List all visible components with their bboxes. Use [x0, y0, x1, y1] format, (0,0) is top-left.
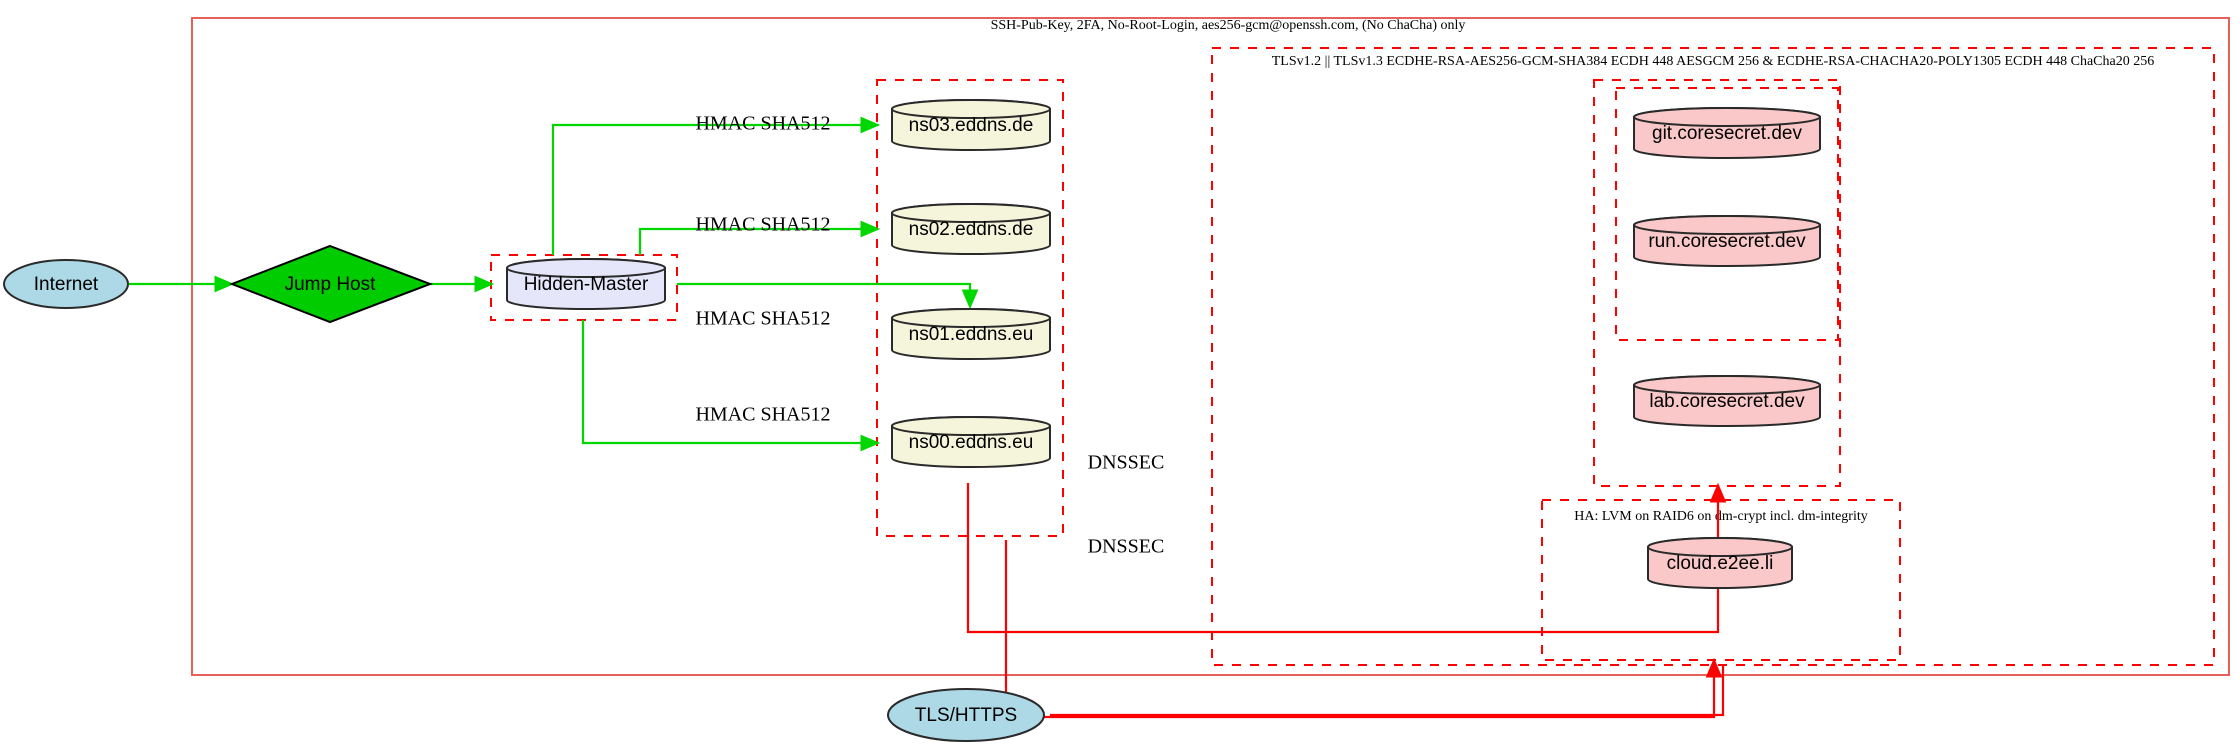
- edge-master-ns01: [677, 282, 979, 310]
- node-hidden-master[interactable]: Hidden-Master: [506, 258, 666, 310]
- node-ns01-label: ns01.eddns.eu: [909, 324, 1034, 345]
- cluster-ha: [1541, 499, 1901, 661]
- edge-master-ns02: [638, 220, 881, 255]
- edge-label-ns00: HMAC SHA512: [695, 404, 830, 426]
- node-ns02-label: ns02.eddns.de: [909, 219, 1034, 240]
- node-internet-label: Internet: [34, 274, 99, 295]
- node-lab-coresecret[interactable]: lab.coresecret.dev: [1633, 375, 1821, 427]
- node-tls-https-label: TLS/HTTPS: [915, 705, 1017, 726]
- edge-label-dnssec-2: DNSSEC: [1088, 536, 1165, 558]
- node-ns03[interactable]: ns03.eddns.de: [891, 99, 1051, 151]
- cluster-tls-label: TLSv1.2 || TLSv1.3 ECDHE-RSA-AES256-GCM-…: [1272, 54, 2154, 69]
- node-ns00[interactable]: ns00.eddns.eu: [891, 416, 1051, 468]
- edge-label-ns01: HMAC SHA512: [695, 308, 830, 330]
- node-jumphost[interactable]: Jump Host: [229, 244, 433, 324]
- cluster-coresecret-inner: [1615, 87, 1839, 341]
- edge-tlshttps-cluster: [1050, 665, 1725, 717]
- node-run-coresecret[interactable]: run.coresecret.dev: [1633, 215, 1821, 267]
- node-ns00-label: ns00.eddns.eu: [909, 432, 1034, 453]
- ssh-cluster-frame: [191, 17, 2230, 676]
- node-cloud-e2ee-label: cloud.e2ee.li: [1667, 553, 1774, 574]
- diagram-title: SSH-Pub-Key, 2FA, No-Root-Login, aes256-…: [991, 18, 1466, 33]
- node-git-coresecret-label: git.coresecret.dev: [1652, 123, 1802, 144]
- node-ns02[interactable]: ns02.eddns.de: [891, 203, 1051, 255]
- node-run-coresecret-label: run.coresecret.dev: [1648, 231, 1806, 252]
- edge-label-ns03: HMAC SHA512: [695, 113, 830, 135]
- edge-label-ns02: HMAC SHA512: [695, 214, 830, 236]
- node-jumphost-label: Jump Host: [285, 274, 377, 295]
- edge-label-dnssec-1: DNSSEC: [1088, 452, 1165, 474]
- node-ns01[interactable]: ns01.eddns.eu: [891, 308, 1051, 360]
- edge-dnssec-coresecret: [966, 482, 1727, 634]
- node-hidden-master-label: Hidden-Master: [524, 274, 649, 295]
- node-tls-https[interactable]: TLS/HTTPS: [887, 688, 1045, 742]
- edge-master-ns03: [551, 116, 881, 255]
- cluster-ha-label: HA: LVM on RAID6 on dm-crypt incl. dm-in…: [1574, 509, 1867, 524]
- edge-master-ns00: [581, 320, 881, 452]
- node-lab-coresecret-label: lab.coresecret.dev: [1649, 391, 1805, 412]
- node-ns03-label: ns03.eddns.de: [909, 115, 1034, 136]
- node-internet[interactable]: Internet: [3, 259, 129, 309]
- node-git-coresecret[interactable]: git.coresecret.dev: [1633, 107, 1821, 159]
- edge-dnssec-ha: [1004, 540, 1723, 719]
- node-cloud-e2ee[interactable]: cloud.e2ee.li: [1647, 537, 1793, 589]
- cluster-dns: [876, 79, 1064, 537]
